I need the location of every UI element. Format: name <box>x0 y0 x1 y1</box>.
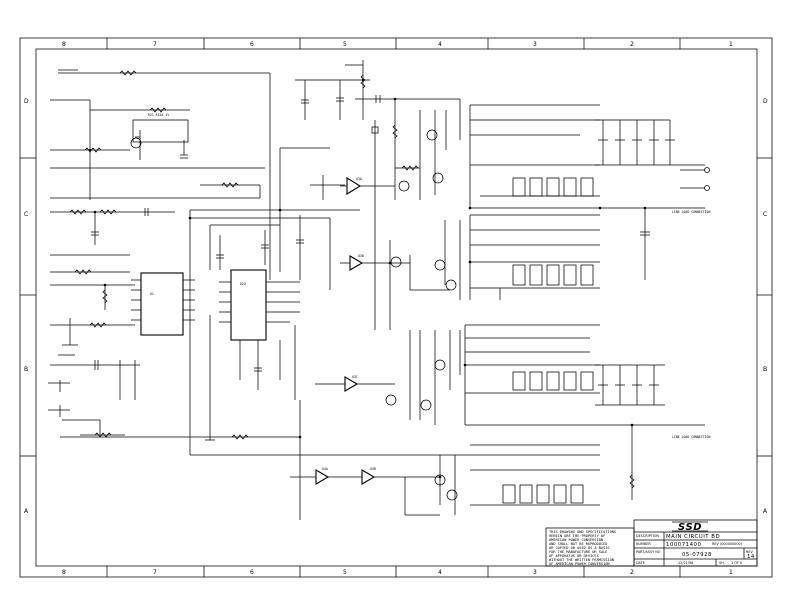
zone-bottom-1: 1 <box>729 569 733 576</box>
zone-top-2: 2 <box>630 41 634 48</box>
note-line-8: WITHOUT THE WRITTEN PERMISSION <box>549 558 614 562</box>
note-line-3: AMERICAN POWER CONVERSION <box>549 538 603 542</box>
zone-bottom-3: 3 <box>533 569 537 576</box>
date-label: DATE <box>636 561 645 565</box>
mosfet-bank-4 <box>470 425 635 506</box>
description-value: MAIN CIRCUIT BD <box>666 534 720 540</box>
sheet-label: SH <box>719 561 724 565</box>
right-label-1: LINE LOAD CONNECTION <box>672 210 710 214</box>
note-line-7: OF APPARATUS OR DEVICES <box>549 554 599 558</box>
top-center-supply <box>295 60 460 330</box>
zone-ticks <box>20 38 772 577</box>
zone-right-c: C <box>763 211 767 218</box>
zone-top-3: 3 <box>533 41 537 48</box>
date-value: 12/21/98 <box>678 561 693 565</box>
note-line-4: AND SHALL NOT BE REPRODUCED <box>549 542 607 546</box>
zone-left-c: C <box>24 211 28 218</box>
transistors <box>130 129 458 501</box>
zone-top-7: 7 <box>153 41 157 48</box>
zone-bottom-2: 2 <box>630 569 634 576</box>
ic-u1: U1 <box>131 272 195 336</box>
zone-left-b: B <box>24 366 28 373</box>
zone-top-4: 4 <box>438 41 442 48</box>
zone-labels-right: D C B A <box>763 98 768 515</box>
right-label-2: LINE LOAD CONNECTION <box>672 435 710 439</box>
mosfet-bank-2 <box>469 214 600 300</box>
svg-text:SSD: SSD <box>678 522 702 533</box>
zone-left-d: D <box>24 98 29 105</box>
ic-u2a: U2A <box>219 269 300 341</box>
rev-label: REV <box>746 550 753 554</box>
opamp-u3c: U3C <box>315 375 395 392</box>
left-input-section <box>48 69 271 438</box>
zone-bottom-6: 6 <box>250 569 254 576</box>
opamp-u3b: U3B <box>340 254 385 271</box>
part-value: 05-07928 <box>682 552 712 558</box>
zone-bottom-7: 7 <box>153 569 157 576</box>
top-note: R21 R22A 1% <box>148 113 169 117</box>
zone-labels-left: D C B A <box>24 98 29 515</box>
zone-right-b: B <box>763 366 767 373</box>
mosfet-bank-3 <box>464 324 705 426</box>
note-line-5: OR COPIED OR USED AS A BASIS <box>549 546 610 550</box>
opamp-u3a-label: U3A <box>356 177 362 181</box>
zone-bottom-4: 4 <box>438 569 442 576</box>
zone-left-a: A <box>24 508 29 515</box>
mosfet-bank-1 <box>469 104 710 280</box>
note-line-6: FOR THE MANUFACTURE OR SALE <box>549 550 607 554</box>
number-suffix: REV (000000000) <box>712 542 743 546</box>
note-line-9: OF AMERICAN POWER CONVERSION <box>549 562 610 566</box>
zone-top-8: 8 <box>62 41 66 48</box>
driver-wiring <box>385 99 461 516</box>
company-logo: SSD <box>672 521 708 533</box>
zone-top-6: 6 <box>250 41 254 48</box>
center-wiring <box>60 147 470 520</box>
opamp-u4a: U4A <box>290 467 362 485</box>
sheet-value: 1 OF 6 <box>731 561 742 565</box>
zone-top-1: 1 <box>729 41 733 48</box>
junction-dots <box>88 78 647 479</box>
opamp-u4b-label: U4B <box>370 467 376 471</box>
zone-bottom-5: 5 <box>343 569 347 576</box>
opamp-u3b-label: U3B <box>358 254 364 258</box>
title-block: SSD DESCRIPTION MAIN CIRCUIT BD NUMBER 1… <box>633 519 758 567</box>
opamp-u3a: U3A <box>340 177 395 195</box>
zone-labels-bottom: 8 7 6 5 4 3 2 1 <box>62 569 733 576</box>
proprietary-notes: THIS DRAWING AND SPECIFICATIONS HEREIN A… <box>545 527 635 567</box>
opamp-u4b: U4B <box>361 467 405 485</box>
note-line-1: THIS DRAWING AND SPECIFICATIONS <box>549 530 616 534</box>
zone-labels-top: 8 7 6 5 4 3 2 1 <box>62 41 733 48</box>
inner-border <box>35 48 758 567</box>
opamp-u4a-label: U4A <box>322 467 328 471</box>
opamp-u3c-label: U3C <box>352 375 358 379</box>
zone-right-a: A <box>763 508 768 515</box>
ic-u1-label: U1 <box>150 292 154 296</box>
part-label: PART/ASSY NO <box>636 550 661 554</box>
zone-right-d: D <box>763 98 768 105</box>
number-value: 100071400 <box>666 542 701 548</box>
zone-bottom-8: 8 <box>62 569 66 576</box>
zone-top-5: 5 <box>343 41 347 48</box>
rev-value: 14 <box>747 554 755 560</box>
outer-border <box>19 37 773 578</box>
number-label: NUMBER <box>636 542 651 546</box>
description-label: DESCRIPTION <box>636 534 659 538</box>
ic-u2a-label: U2A <box>240 282 246 286</box>
note-line-2: HEREIN ARE THE PROPERTY OF <box>549 534 605 538</box>
